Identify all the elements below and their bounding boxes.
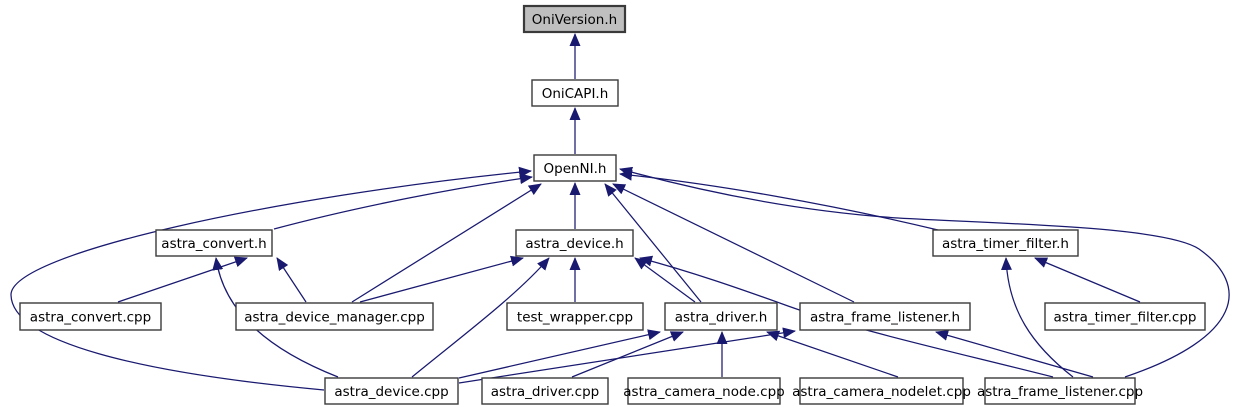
node-label-camnode_cpp: astra_camera_node.cpp [623,384,784,400]
graph-node-camnode_cpp[interactable]: astra_camera_node.cpp [623,377,785,405]
edge-camnodelet_cpp-to-driver_h [766,330,899,378]
node-label-device_h: astra_device.h [525,236,623,252]
graph-node-device_h[interactable]: astra_device.h [515,229,634,257]
edge-framelist_h-to-openni_h [612,183,855,303]
node-box-onicapi_h[interactable] [531,79,619,107]
node-box-convert_cpp[interactable] [19,302,162,331]
graph-node-convert_h[interactable]: astra_convert.h [155,229,273,257]
node-label-framelist_h: astra_frame_listener.h [810,310,960,326]
graph-node-convert_cpp[interactable]: astra_convert.cpp [19,302,162,331]
node-box-framelist_cpp[interactable] [984,377,1136,405]
node-box-driver_h[interactable] [664,302,778,331]
node-box-openni_h[interactable] [533,154,617,182]
edge-driver_cpp-to-driver_h [571,331,684,378]
node-label-timer_h: astra_timer_filter.h [942,236,1069,252]
edge-timer_h-to-openni_h [619,169,939,231]
graph-node-oniversion_h: OniVersion.h [522,4,627,34]
graph-node-timer_cpp[interactable]: astra_timer_filter.cpp [1044,302,1206,331]
graph-node-driver_cpp[interactable]: astra_driver.cpp [481,377,609,405]
edge-device_cpp-to-driver_h [458,329,661,379]
node-label-onicapi_h: OniCAPI.h [542,86,609,102]
node-box-device_h[interactable] [515,229,634,257]
node-label-timer_cpp: astra_timer_filter.cpp [1054,310,1197,326]
node-box-driver_cpp[interactable] [481,377,609,405]
node-box-convert_h[interactable] [155,229,273,257]
graph-node-device_cpp[interactable]: astra_device.cpp [324,377,459,405]
node-label-testwrap_cpp: test_wrapper.cpp [517,310,633,326]
node-label-openni_h: OpenNI.h [544,161,607,177]
edge-framelist_cpp-to-openni_h [619,166,1230,378]
node-label-oniversion_h: OniVersion.h [532,12,617,28]
edge-devman_cpp-to-convert_h [276,257,307,303]
node-label-framelist_cpp: astra_frame_listener.cpp [977,384,1143,400]
node-label-convert_cpp: astra_convert.cpp [30,310,151,326]
graph-node-testwrap_cpp[interactable]: test_wrapper.cpp [506,302,644,331]
node-box-device_cpp[interactable] [324,377,459,405]
node-box-timer_h[interactable] [932,229,1079,257]
graph-node-onicapi_h[interactable]: OniCAPI.h [531,79,619,107]
node-box-framelist_h[interactable] [799,302,971,331]
graph-node-openni_h[interactable]: OpenNI.h [533,154,617,182]
edge-timer_cpp-to-timer_h [1034,257,1141,303]
node-label-driver_cpp: astra_driver.cpp [491,384,600,400]
edge-device_cpp-to-framelist_h [458,327,796,384]
graph-node-timer_h[interactable]: astra_timer_filter.h [932,229,1079,257]
edge-framelist_cpp-to-timer_h [1000,257,1074,378]
edge-convert_h-to-openni_h [273,173,533,230]
node-box-camnodelet_cpp[interactable] [799,377,964,405]
node-label-device_cpp: astra_device.cpp [334,384,448,400]
node-box-timer_cpp[interactable] [1044,302,1206,331]
node-box-oniversion_h [522,4,627,34]
edge-devman_cpp-to-device_h [359,255,524,303]
edge-framelist_cpp-to-framelist_h [935,330,1094,378]
node-label-camnodelet_cpp: astra_camera_nodelet.cpp [792,384,971,400]
node-box-camnode_cpp[interactable] [627,377,781,405]
edge-convert_cpp-to-convert_h [117,256,248,303]
graph-node-driver_h[interactable]: astra_driver.h [664,302,778,331]
node-label-driver_h: astra_driver.h [675,310,768,326]
graph-node-framelist_h[interactable]: astra_frame_listener.h [799,302,971,331]
graph-node-camnodelet_cpp[interactable]: astra_camera_nodelet.cpp [792,377,971,405]
node-box-devman_cpp[interactable] [235,302,434,331]
edge-driver_h-to-openni_h [604,183,702,303]
node-label-devman_cpp: astra_device_manager.cpp [244,310,425,326]
edge-device_cpp-to-openni_h [10,166,532,391]
node-box-testwrap_cpp[interactable] [506,302,644,331]
node-label-convert_h: astra_convert.h [161,236,266,252]
edge-device_cpp-to-device_h [411,257,550,378]
graph-node-framelist_cpp[interactable]: astra_frame_listener.cpp [977,377,1143,405]
edge-devman_cpp-to-openni_h [351,183,542,303]
graph-node-devman_cpp[interactable]: astra_device_manager.cpp [235,302,434,331]
